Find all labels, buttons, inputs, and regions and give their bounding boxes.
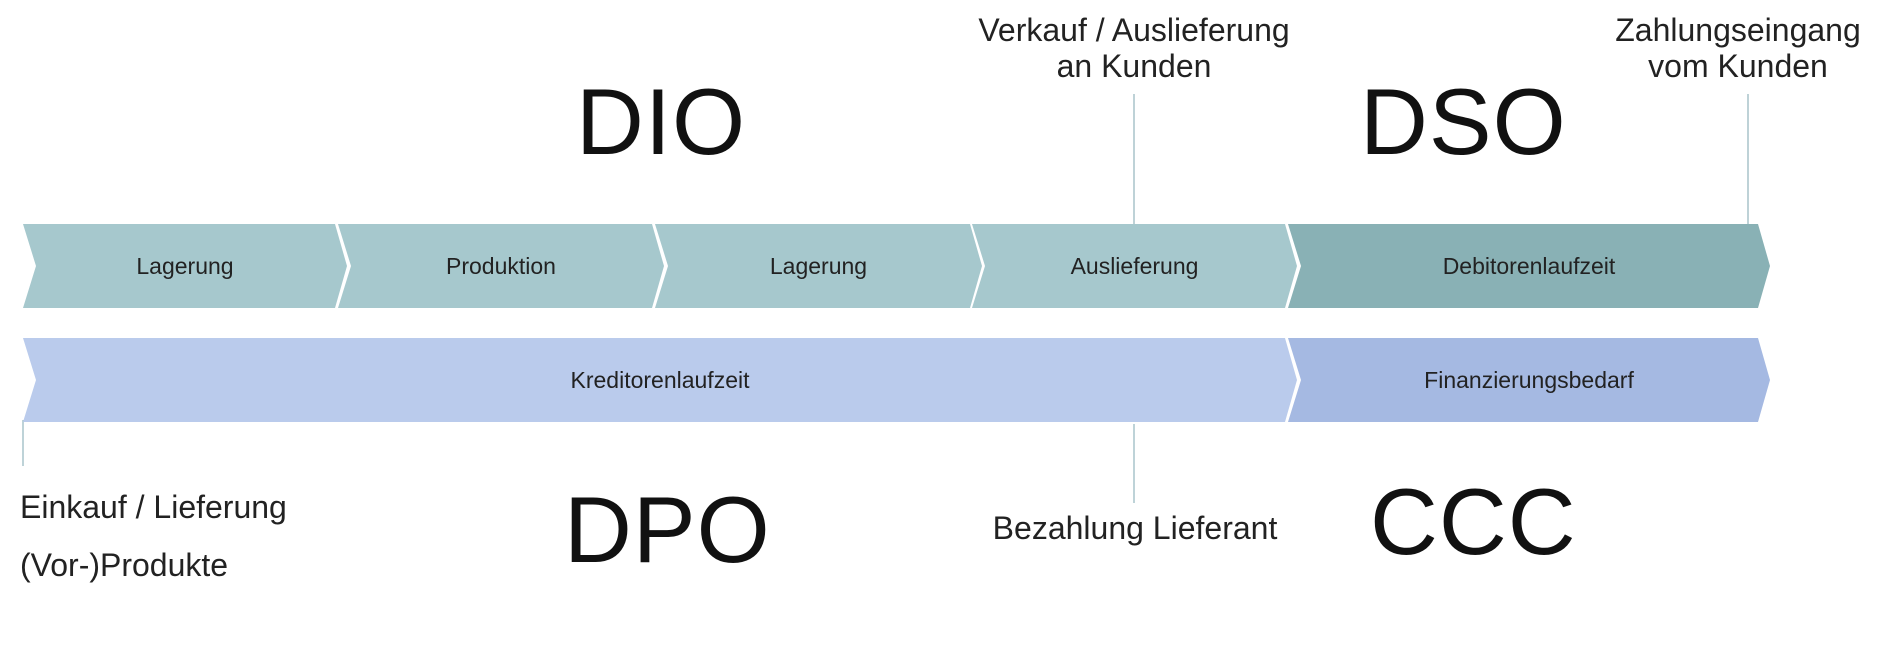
dio-label: DIO [576, 69, 747, 174]
phase-label-3: Lagerung [770, 253, 867, 279]
phase-label-2: Produktion [446, 253, 556, 279]
phase-label-4: Auslieferung [1071, 253, 1199, 279]
sale-event-line1: Verkauf / Auslieferung [978, 12, 1290, 48]
phase-row: Lagerung Produktion Lagerung Auslieferung De… [23, 224, 1770, 308]
purchase-event-line2: (Vor-)Produkte [20, 547, 229, 583]
payment-event-line1: Zahlungseingang [1615, 12, 1861, 48]
supplier-payment-label: Bezahlung Lieferant [992, 510, 1278, 546]
financing-chevron-1 [23, 338, 1297, 422]
financing-label-1: Kreditorenlaufzeit [571, 367, 751, 393]
payment-event-label: Zahlungseingang vom Kunden [1580, 12, 1896, 84]
phase-chevron-2 [338, 224, 664, 308]
phase-label-5: Debitorenlaufzeit [1443, 253, 1616, 279]
dso-label: DSO [1360, 69, 1567, 174]
sale-event-line2: an Kunden [1056, 48, 1212, 84]
financing-label-2: Finanzierungsbedarf [1424, 367, 1634, 393]
financing-chevron-2 [1288, 338, 1770, 422]
phase-chevron-3 [655, 224, 982, 308]
ccc-label: CCC [1370, 469, 1577, 574]
phase-label-1: Lagerung [136, 253, 233, 279]
phase-chevron-1 [23, 224, 347, 308]
purchase-event-label: Einkauf / Lieferung (Vor-)Produkte [20, 478, 287, 594]
phase-chevron-5 [1288, 224, 1770, 308]
dpo-label: DPO [564, 477, 771, 582]
payment-event-line2: vom Kunden [1648, 48, 1828, 84]
phase-chevron-4 [972, 224, 1297, 308]
purchase-event-line1: Einkauf / Lieferung [20, 489, 287, 525]
financing-row: Kreditorenlaufzeit Finanzierungsbedarf [23, 338, 1770, 422]
sale-event-label: Verkauf / Auslieferung an Kunden [934, 12, 1334, 84]
